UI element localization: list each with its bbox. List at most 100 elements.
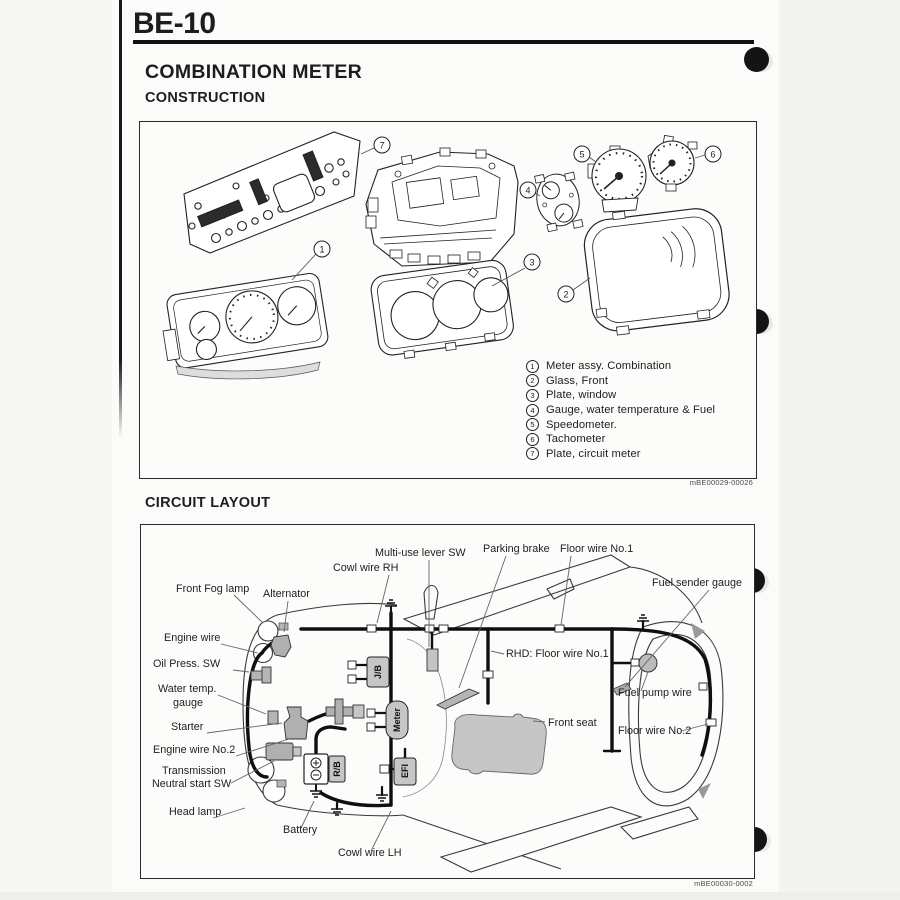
label-fuel-sender-gauge: Fuel sender gauge — [652, 577, 742, 589]
label-alternator: Alternator — [263, 588, 310, 600]
svg-text:R/B: R/B — [332, 761, 342, 777]
label-battery: Battery — [283, 824, 318, 836]
svg-text:3: 3 — [529, 258, 534, 268]
section-title-circuit-layout: CIRCUIT LAYOUT — [145, 495, 271, 511]
fuel-sender-component — [612, 682, 632, 696]
label-parking-brake: Parking brake — [483, 543, 550, 555]
meter-assembly-front — [162, 272, 329, 380]
label-fuel-pump-wire: Fuel pump wire — [618, 687, 692, 699]
page-edge-bottom — [0, 892, 900, 900]
water-temp-gauge-component — [267, 710, 279, 725]
fuel-pump-component — [638, 653, 658, 673]
svg-text:6: 6 — [710, 150, 715, 160]
starter-component — [283, 706, 309, 740]
efi-box: EFI — [393, 757, 417, 786]
page-edge-right — [779, 0, 900, 900]
battery-component — [303, 753, 329, 785]
legend-item-1: 1 Meter assy. Combination — [526, 359, 752, 374]
header-rule — [133, 40, 754, 44]
figure-code: mBE00030-0002 — [694, 879, 753, 888]
label-engine-wire-no2: Engine wire No.2 — [153, 744, 235, 756]
label-floor-wire-no1: Floor wire No.1 — [560, 543, 633, 555]
label-rhd-floor-wire-no1: RHD: Floor wire No.1 — [506, 648, 609, 660]
svg-text:Meter: Meter — [392, 708, 402, 733]
label-multi-use-lever-sw: Multi-use lever SW — [375, 547, 466, 559]
page-spine-line — [119, 0, 122, 438]
label-transmission: Transmission — [162, 765, 226, 777]
callout-7: 7 — [360, 136, 391, 155]
page-edge-left — [0, 0, 112, 900]
label-water-temp-gauge: gauge — [173, 697, 203, 709]
callout-1: 1 — [291, 240, 331, 281]
subsection-title-construction: CONSTRUCTION — [145, 90, 266, 106]
window-plate — [370, 259, 514, 359]
callout-6: 6 — [694, 145, 722, 163]
legend-item-3: 3 Plate, window — [526, 388, 752, 403]
svg-text:4: 4 — [525, 186, 530, 196]
legend-item-7: 7 Plate, circuit meter — [526, 447, 752, 462]
label-cowl-wire-lh: Cowl wire LH — [338, 847, 402, 859]
engine-components — [250, 634, 632, 761]
car-outline — [242, 554, 724, 873]
rb-box: R/B — [328, 755, 346, 783]
legend-num: 2 — [526, 374, 539, 388]
label-cowl-wire-rh: Cowl wire RH — [333, 562, 398, 574]
legend-item-6: 6 Tachometer — [526, 432, 752, 447]
front-glass — [583, 208, 730, 336]
circuit-plate — [183, 131, 361, 254]
ground-symbols — [310, 599, 649, 816]
callout-3: 3 — [491, 253, 541, 287]
callout-5: 5 — [573, 145, 597, 163]
circuit-diagram: J/B Meter EFI R/B — [152, 543, 742, 873]
svg-text:1: 1 — [319, 245, 324, 255]
svg-text:2: 2 — [563, 290, 568, 300]
legend-num: 3 — [526, 388, 539, 402]
svg-text:EFI: EFI — [400, 764, 410, 778]
callout-4: 4 — [519, 181, 541, 199]
harness-connectors — [347, 624, 717, 774]
parking-brake-component — [435, 688, 481, 710]
alternator-component — [270, 634, 292, 658]
svg-text:7: 7 — [379, 141, 384, 151]
legend-num: 6 — [526, 432, 539, 446]
legend-label: Glass, Front — [546, 374, 609, 387]
legend-num: 7 — [526, 447, 539, 461]
construction-figure: 7 — [139, 121, 757, 479]
section-title-combination-meter: COMBINATION METER — [145, 61, 363, 83]
label-floor-wire-no2: Floor wire No.2 — [618, 725, 691, 737]
callout-2: 2 — [557, 277, 591, 303]
page-code: BE-10 — [133, 7, 216, 40]
label-starter: Starter — [171, 721, 204, 733]
legend-item-2: 2 Glass, Front — [526, 374, 752, 389]
label-oil-press-sw: Oil Press. SW — [153, 658, 221, 670]
legend-label: Plate, circuit meter — [546, 447, 641, 460]
legend-label: Speedometer. — [546, 418, 617, 431]
tachometer — [647, 134, 698, 192]
multi-use-lever-component — [426, 648, 439, 672]
parts-legend: 1 Meter assy. Combination 2 Glass, Front 3… — [526, 359, 752, 461]
label-engine-wire: Engine wire — [164, 632, 220, 644]
legend-label: Meter assy. Combination — [546, 360, 672, 373]
figure-code: mBE00029-00026 — [689, 478, 753, 487]
master-cylinder-component — [325, 698, 365, 725]
speedometer — [587, 145, 647, 213]
binding-hole — [744, 47, 769, 72]
label-front-seat: Front seat — [548, 717, 597, 729]
transmission-switch-component — [265, 742, 302, 761]
label-head-lamp: Head lamp — [169, 806, 221, 818]
leader-lines — [206, 555, 710, 852]
label-front-fog-lamp: Front Fog lamp — [176, 583, 249, 595]
label-water-temp: Water temp. — [158, 683, 216, 695]
legend-label: Plate, window — [546, 389, 617, 402]
legend-label: Tachometer — [546, 433, 606, 446]
label-neutral-start-sw: Neutral start SW — [152, 778, 232, 790]
water-temp-fuel-gauge — [534, 171, 584, 233]
legend-label: Gauge, water temperature & Fuel — [546, 404, 716, 417]
svg-text:J/B: J/B — [373, 665, 383, 680]
front-seat-shape — [451, 713, 547, 775]
legend-num: 1 — [526, 359, 539, 373]
svg-text:5: 5 — [579, 150, 584, 160]
oil-pressure-switch-component — [250, 666, 272, 684]
jb-box: J/B — [366, 656, 390, 688]
